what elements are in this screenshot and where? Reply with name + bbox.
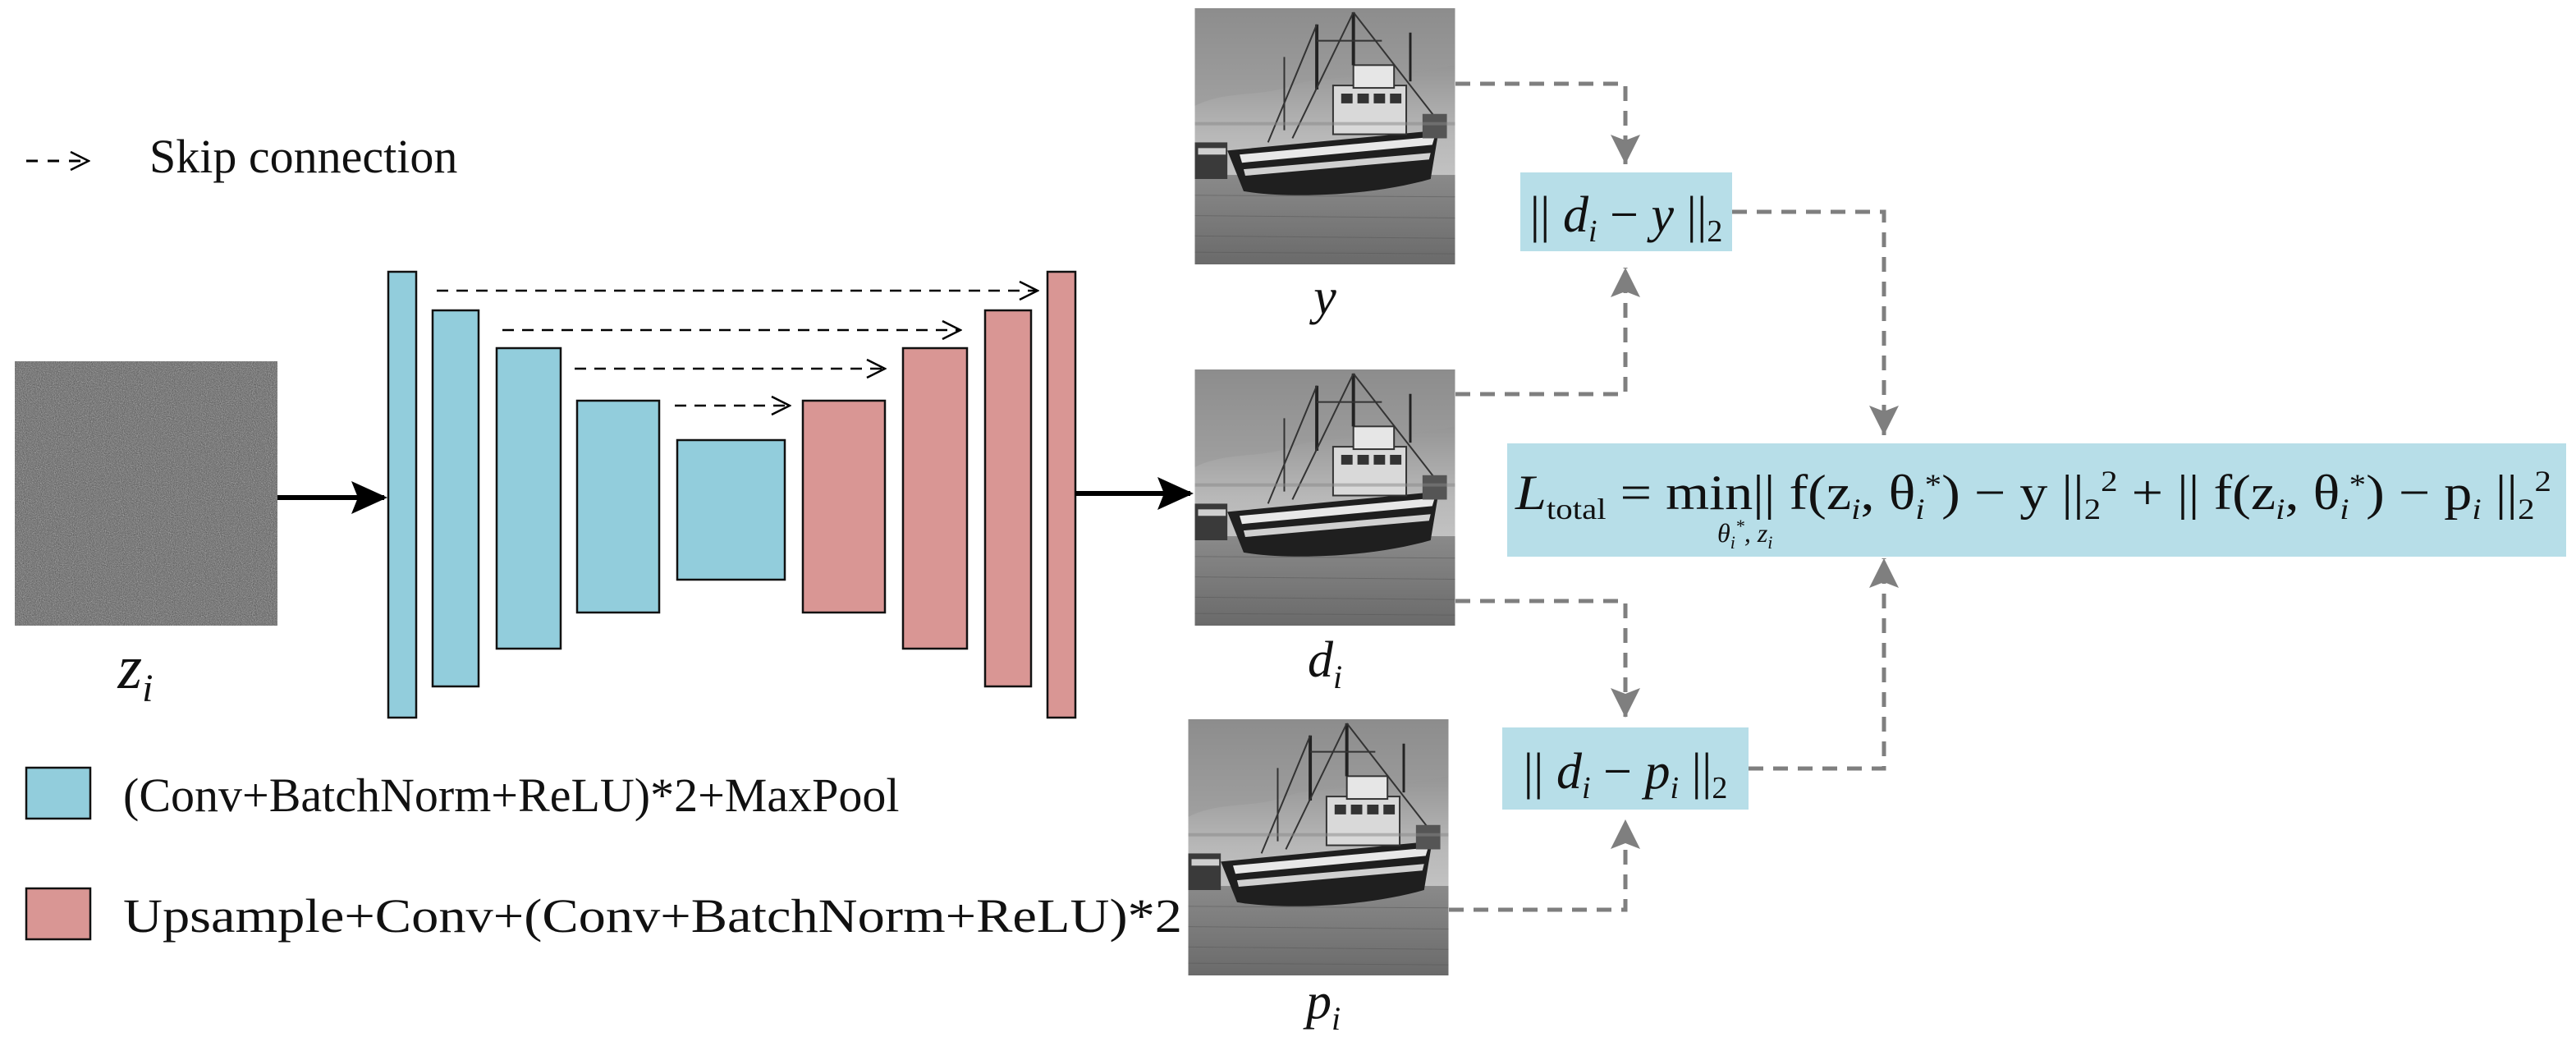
legend-red-swatch	[25, 887, 92, 941]
skip-legend-label: Skip connection	[149, 130, 457, 183]
target-image	[1194, 8, 1455, 264]
loss-flow	[1449, 81, 1899, 912]
legend-blue-label: (Conv+BatchNorm+ReLU)*2+MaxPool	[123, 769, 899, 822]
legend-blue-swatch	[25, 766, 92, 820]
legend-blocks: (Conv+BatchNorm+ReLU)*2+MaxPool Upsample…	[25, 766, 1182, 943]
output-image	[1194, 369, 1455, 626]
encoder	[387, 270, 786, 719]
prior-label: pi	[1303, 974, 1341, 1037]
total-loss-min-subscript: θi*, zi	[1717, 516, 1772, 553]
decoder-block-4	[1046, 270, 1077, 719]
input-label: zi	[117, 633, 154, 710]
encoder-block-5	[676, 438, 786, 581]
decoder-block-1	[801, 399, 887, 614]
yloss-to-total-arrow	[1732, 209, 1899, 435]
d-to-yloss-arrow	[1455, 268, 1640, 397]
ploss-to-total-arrow	[1749, 558, 1899, 771]
total-loss-box	[1507, 443, 2566, 557]
skip-connections	[437, 291, 1038, 406]
legend-skip: Skip connection	[26, 130, 457, 183]
target-label: y	[1309, 269, 1336, 325]
y-to-loss-arrow	[1455, 81, 1640, 164]
encoder-block-4	[575, 399, 661, 614]
output-label: di	[1308, 632, 1342, 695]
p-to-loss-arrow	[1449, 819, 1640, 912]
p-loss-box	[1502, 727, 1749, 810]
input-noise-image	[15, 361, 277, 626]
decoder-block-2	[901, 346, 969, 650]
y-loss-box	[1520, 172, 1732, 251]
encoder-block-3	[495, 346, 562, 650]
decoder-block-3	[983, 309, 1033, 688]
encoder-block-2	[431, 309, 480, 688]
prior-image	[1188, 719, 1449, 975]
legend-red-label: Upsample+Conv+(Conv+BatchNorm+ReLU)*2	[123, 889, 1182, 943]
d-to-ploss-arrow	[1455, 599, 1640, 718]
encoder-block-1	[387, 270, 418, 719]
y-loss-formula: || di − y ||2	[1530, 187, 1723, 249]
p-loss-formula: || di − pi ||2	[1524, 744, 1728, 805]
decoder	[801, 270, 1077, 719]
